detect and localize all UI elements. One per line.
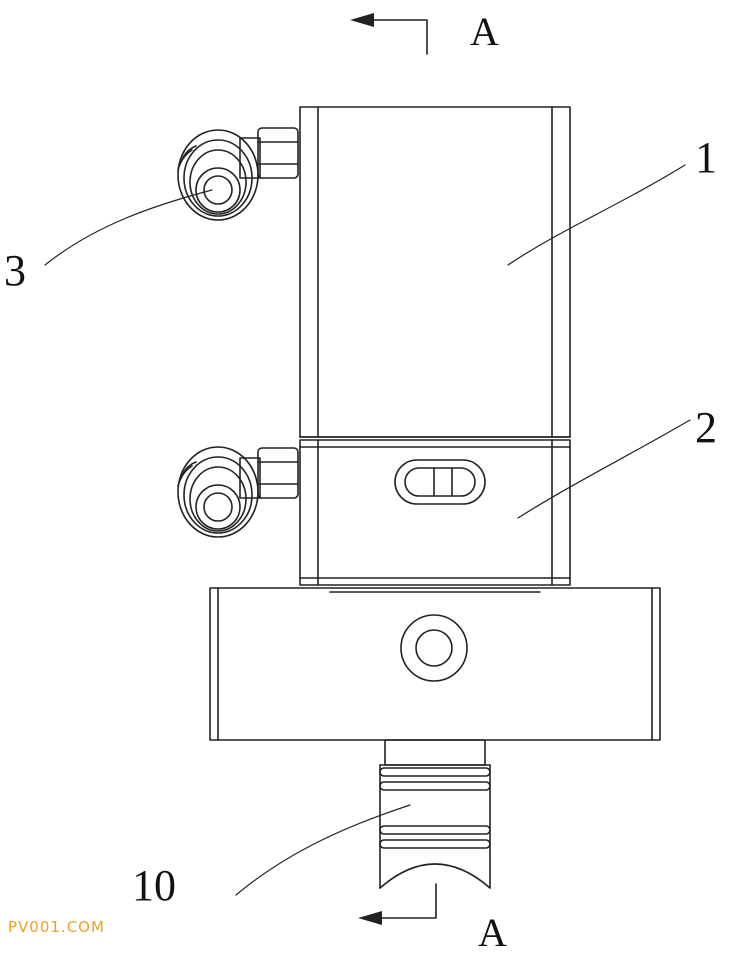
base-plate [209, 587, 661, 741]
section-arrow-top [350, 13, 428, 55]
section-label-top: A [470, 9, 499, 54]
bottom-shaft [379, 739, 491, 889]
lower-fitting [177, 446, 299, 538]
section-label-bottom: A [478, 910, 507, 954]
leader-line-3 [44, 189, 213, 266]
leader-line-1 [507, 164, 686, 266]
leader-line-10 [235, 804, 411, 896]
label-part-1: 1 [695, 133, 717, 182]
middle-ring-body [299, 439, 571, 586]
section-arrow-bottom [358, 883, 437, 925]
upper-fitting [177, 127, 299, 221]
upper-cylinder-body [299, 106, 571, 438]
leader-line-2 [517, 419, 691, 519]
label-part-10: 10 [132, 861, 176, 910]
label-part-2: 2 [695, 403, 717, 452]
watermark-text: PV001.COM [8, 918, 105, 936]
label-part-3: 3 [4, 246, 26, 295]
